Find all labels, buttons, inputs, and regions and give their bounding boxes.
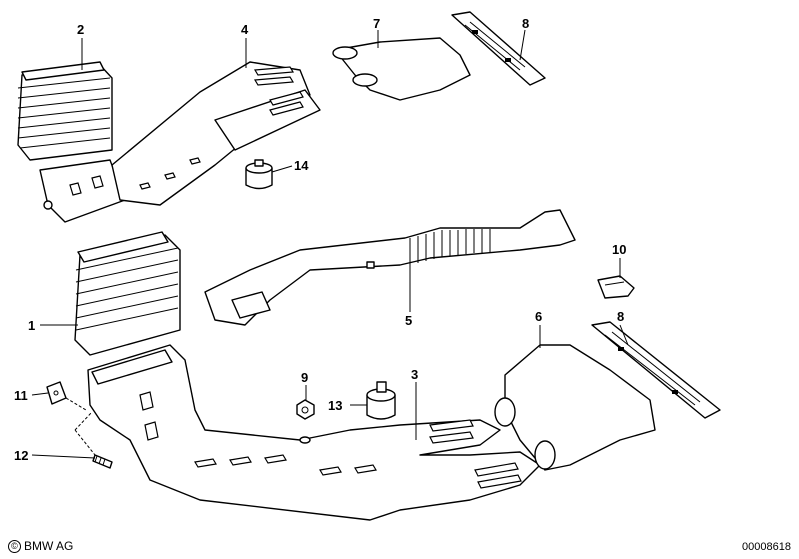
callout-4: 4 <box>241 22 249 37</box>
part-5-middle-duct <box>204 209 576 326</box>
copyright-notice: © BMW AG <box>8 539 73 553</box>
callout-9: 9 <box>301 370 308 385</box>
part-1-lower-bellows <box>74 231 181 356</box>
callout-11: 11 <box>14 388 28 403</box>
callout-8-upper: 8 <box>522 16 529 31</box>
part-4-upper-duct <box>111 61 321 206</box>
part-2-upper-bellows <box>17 61 126 223</box>
callout-6: 6 <box>535 309 542 324</box>
copyright-icon: © <box>8 539 21 553</box>
part-9-nut <box>296 399 315 444</box>
part-3-lower-floor-duct <box>87 344 541 521</box>
callout-labels: 2 4 7 8 14 10 5 1 6 8 9 3 13 11 12 <box>14 16 626 463</box>
callout-1: 1 <box>28 318 35 333</box>
diagram-number: 00008618 <box>742 541 791 553</box>
part-10-clip <box>597 275 635 299</box>
callout-8-lower: 8 <box>617 309 624 324</box>
callout-3: 3 <box>411 367 418 382</box>
part-7-upper-right-duct <box>332 37 471 101</box>
brand-label: BMW AG <box>24 539 74 553</box>
callout-13: 13 <box>328 398 342 413</box>
part-14-rubber-mount <box>245 159 273 190</box>
part-11-clip <box>46 381 87 411</box>
leader-lines <box>31 29 629 459</box>
callout-2: 2 <box>77 22 84 37</box>
part-8-upper-flap <box>451 11 546 86</box>
callout-5: 5 <box>405 313 412 328</box>
callout-14: 14 <box>294 158 309 173</box>
callout-12: 12 <box>14 448 28 463</box>
callout-10: 10 <box>612 242 626 257</box>
part-6-lower-right-duct <box>494 344 656 471</box>
part-13-rubber-mount <box>366 381 396 420</box>
part-8-lower-flap <box>591 321 721 419</box>
part-12-screw <box>74 411 113 469</box>
callout-7: 7 <box>373 16 380 31</box>
